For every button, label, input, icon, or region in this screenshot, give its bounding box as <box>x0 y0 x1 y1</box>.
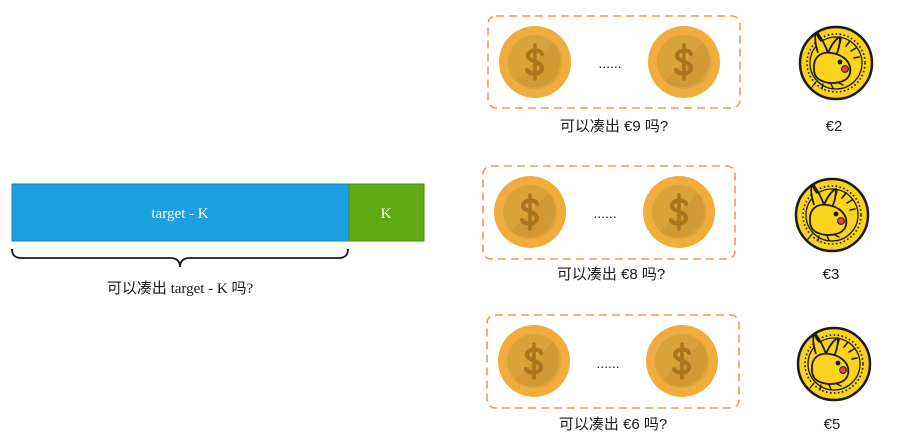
k-label: K <box>381 206 392 222</box>
pikachu-coin-icon <box>794 177 870 253</box>
coin-row-2: ...... 可以凑出 €8 吗? €3 <box>482 165 870 283</box>
remainder-label: target - K <box>151 206 208 222</box>
remainder-segment <box>11 183 350 242</box>
coin-group-box <box>482 165 736 260</box>
target-bar: target - K K 可以凑出 target - K 吗? <box>11 183 425 297</box>
row-question: 可以凑出 €6 吗? <box>559 416 667 433</box>
coin-row-3: ...... 可以凑出 €6 吗? €5 <box>486 314 872 433</box>
ellipsis: ...... <box>593 205 616 221</box>
dollar-coin-icon <box>494 176 566 248</box>
dollar-coin-icon <box>499 26 571 98</box>
curly-brace <box>11 248 349 268</box>
dollar-coin-icon <box>646 325 718 397</box>
dollar-coin-icon <box>643 176 715 248</box>
coin-group-box <box>487 15 741 109</box>
coin-row-1: ...... 可以凑出 €9 吗? €2 <box>487 15 874 135</box>
k-segment <box>348 183 425 242</box>
row-question: 可以凑出 €9 吗? <box>560 118 668 135</box>
pika-coin-label: €2 <box>826 118 843 135</box>
ellipsis: ...... <box>598 55 621 71</box>
ellipsis: ...... <box>596 355 619 371</box>
pika-coin-label: €3 <box>823 266 840 283</box>
row-question: 可以凑出 €8 吗? <box>557 266 665 283</box>
pikachu-coin-icon <box>796 326 872 402</box>
coin-group-box <box>486 314 740 409</box>
bar-question: 可以凑出 target - K 吗? <box>107 280 254 297</box>
pika-coin-label: €5 <box>824 416 841 433</box>
pikachu-coin-icon <box>798 25 874 101</box>
dollar-coin-icon <box>648 26 720 98</box>
dollar-coin-icon <box>498 325 570 397</box>
